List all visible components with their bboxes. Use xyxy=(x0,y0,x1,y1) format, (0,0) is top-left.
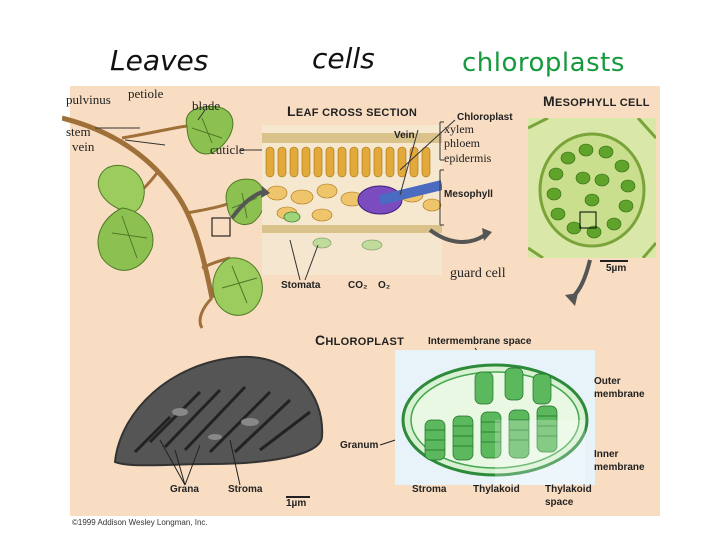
heading-chloroplasts: chloroplasts xyxy=(462,48,625,78)
label-co2: CO₂ xyxy=(348,280,368,291)
scale-1um: 1µm xyxy=(286,498,307,509)
label-thylakoid-space-1: Thylakoid xyxy=(545,484,592,495)
title-mesophyll-cell-initial: M xyxy=(543,93,555,109)
mesophyll-cell-illustration xyxy=(528,118,656,258)
label-cuticle: cuticle xyxy=(210,142,245,157)
label-vein: vein xyxy=(72,139,95,154)
title-chloroplast-rest: HLOROPLAST xyxy=(325,336,405,348)
label-stem: stem xyxy=(66,124,91,139)
chloroplast-3d-illustration xyxy=(395,350,595,485)
label-blade: blade xyxy=(192,98,221,113)
title-leaf-cross-section-initial: L xyxy=(287,103,296,119)
label-stroma-left: Stroma xyxy=(228,484,263,495)
leaf-cross-section xyxy=(262,125,442,275)
label-stomata: Stomata xyxy=(281,280,321,291)
label-chloroplast-small: Chloroplast xyxy=(457,112,513,123)
label-o2: O₂ xyxy=(378,280,391,291)
label-grana: Grana xyxy=(170,484,199,495)
scale-bar-1um xyxy=(286,496,310,498)
scale-bar-5um xyxy=(600,260,628,262)
label-granum: Granum xyxy=(340,440,379,451)
label-inner-membrane-2: membrane xyxy=(594,462,645,473)
label-stroma-right: Stroma xyxy=(412,484,447,495)
label-inner-membrane-1: Inner xyxy=(594,449,619,460)
label-phloem: phloem xyxy=(444,136,480,150)
title-mesophyll-cell: MESOPHYLL CELL xyxy=(543,93,650,109)
label-vein-cross: Vein xyxy=(394,130,415,141)
title-leaf-cross-section-rest: EAF CROSS SECTION xyxy=(295,107,418,119)
title-chloroplast-initial: C xyxy=(315,332,326,348)
title-chloroplast: CHLOROPLAST xyxy=(315,332,404,348)
label-epidermis: epidermis xyxy=(444,151,492,165)
label-thylakoid-space-2: space xyxy=(545,497,574,508)
label-mesophyll: Mesophyll xyxy=(444,189,493,200)
label-pulvinus: pulvinus xyxy=(66,92,111,107)
copyright: ©1999 Addison Wesley Longman, Inc. xyxy=(72,518,208,527)
label-xylem: xylem xyxy=(444,122,474,136)
chloroplast-micrograph xyxy=(113,355,324,467)
label-thylakoid: Thylakoid xyxy=(473,484,520,495)
title-mesophyll-cell-rest: ESOPHYLL CELL xyxy=(554,97,650,109)
title-leaf-cross-section: LEAF CROSS SECTION xyxy=(287,103,417,119)
label-intermembrane-space: Intermembrane space xyxy=(428,336,532,347)
heading-cells: cells xyxy=(312,42,375,75)
heading-leaves: Leaves xyxy=(110,44,209,77)
label-outer-membrane-1: Outer xyxy=(594,376,621,387)
label-petiole: petiole xyxy=(128,86,164,101)
label-outer-membrane-2: membrane xyxy=(594,389,645,400)
scale-5um: 5µm xyxy=(606,263,627,274)
label-guard-cell: guard cell xyxy=(450,266,506,281)
